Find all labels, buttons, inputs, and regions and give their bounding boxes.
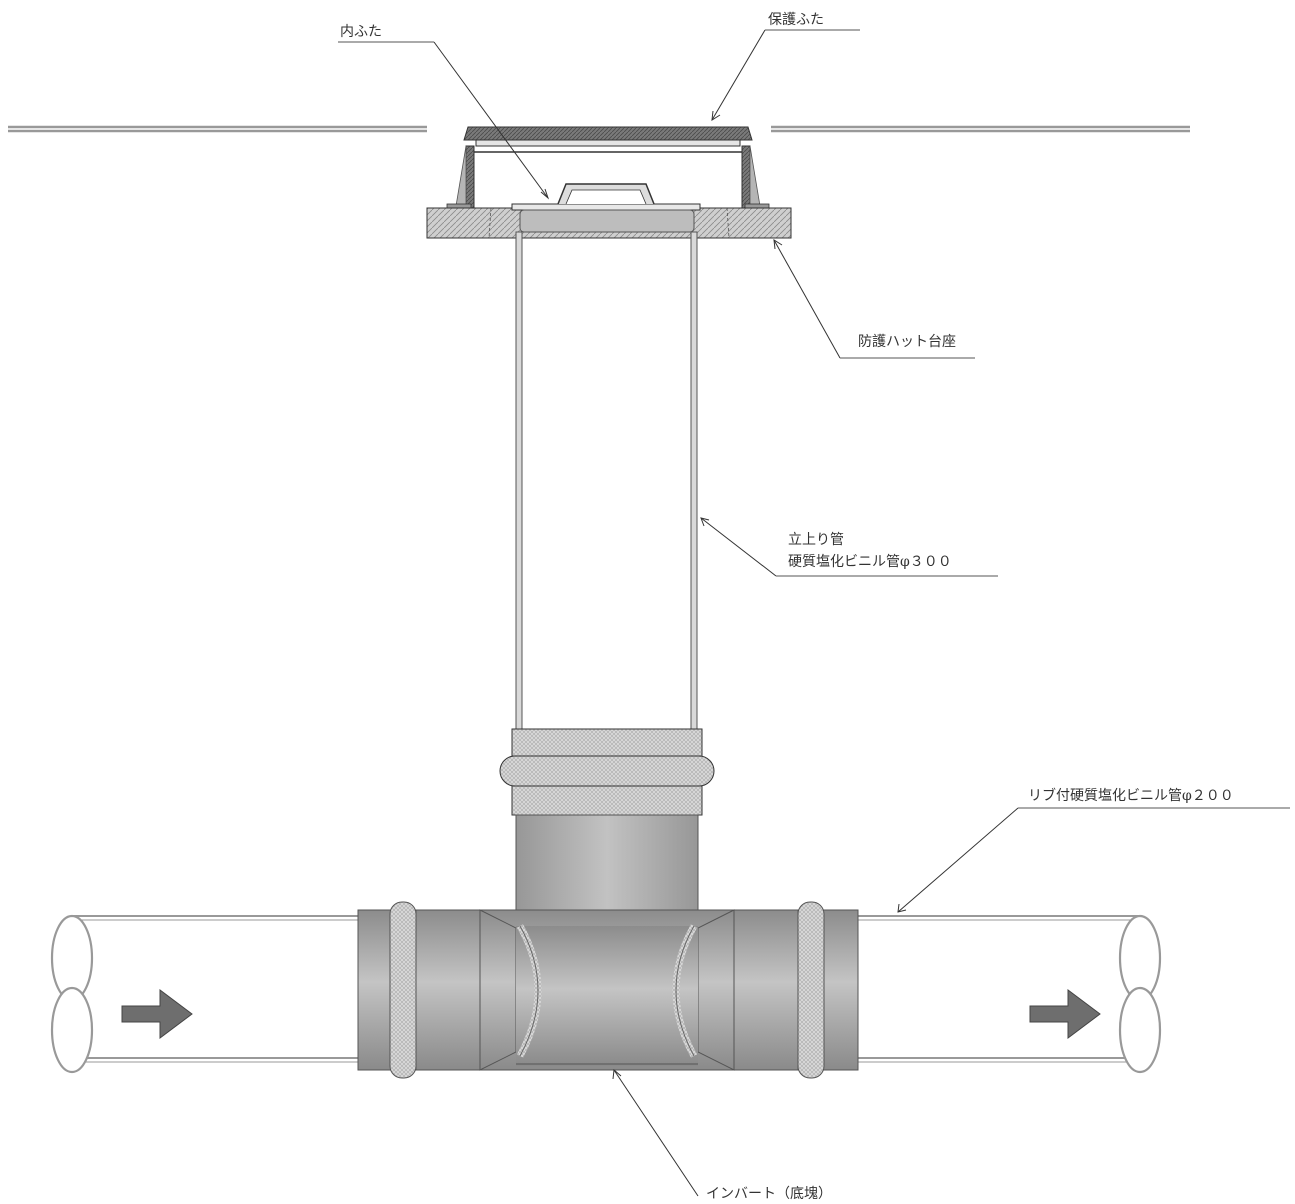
ground-line-right — [771, 125, 1190, 133]
protective-hat — [446, 126, 770, 213]
riser-coupling — [499, 728, 715, 816]
riser-pipe — [515, 231, 698, 731]
inner-lid — [511, 183, 701, 233]
leader-protective-lid — [711, 29, 860, 121]
label-hat-base: 防護ハット台座 — [858, 334, 956, 350]
label-riser-spec: 硬質塩化ビニル管φ３００ — [788, 554, 952, 570]
label-riser-title: 立上り管 — [788, 532, 844, 548]
label-invert: インバート（底塊） — [706, 1186, 832, 1202]
label-protective-lid: 保護ふた — [768, 12, 824, 28]
leader-inner-lid — [338, 41, 550, 200]
leader-invert — [612, 1069, 699, 1197]
tee-body — [357, 814, 859, 1079]
leader-hat-base — [773, 239, 975, 359]
outlet-pipe — [858, 914, 1162, 1074]
label-inner-lid: 内ふた — [340, 24, 382, 40]
inlet-pipe — [50, 914, 358, 1074]
label-ribbed-pipe: リブ付硬質塩化ビニル管φ２００ — [1028, 787, 1234, 804]
ground-line-left — [8, 125, 427, 133]
right-arrow-icon — [1029, 989, 1101, 1039]
right-arrow-icon — [121, 989, 193, 1039]
leader-ribbed-pipe — [897, 807, 1290, 913]
leader-riser — [700, 517, 998, 577]
